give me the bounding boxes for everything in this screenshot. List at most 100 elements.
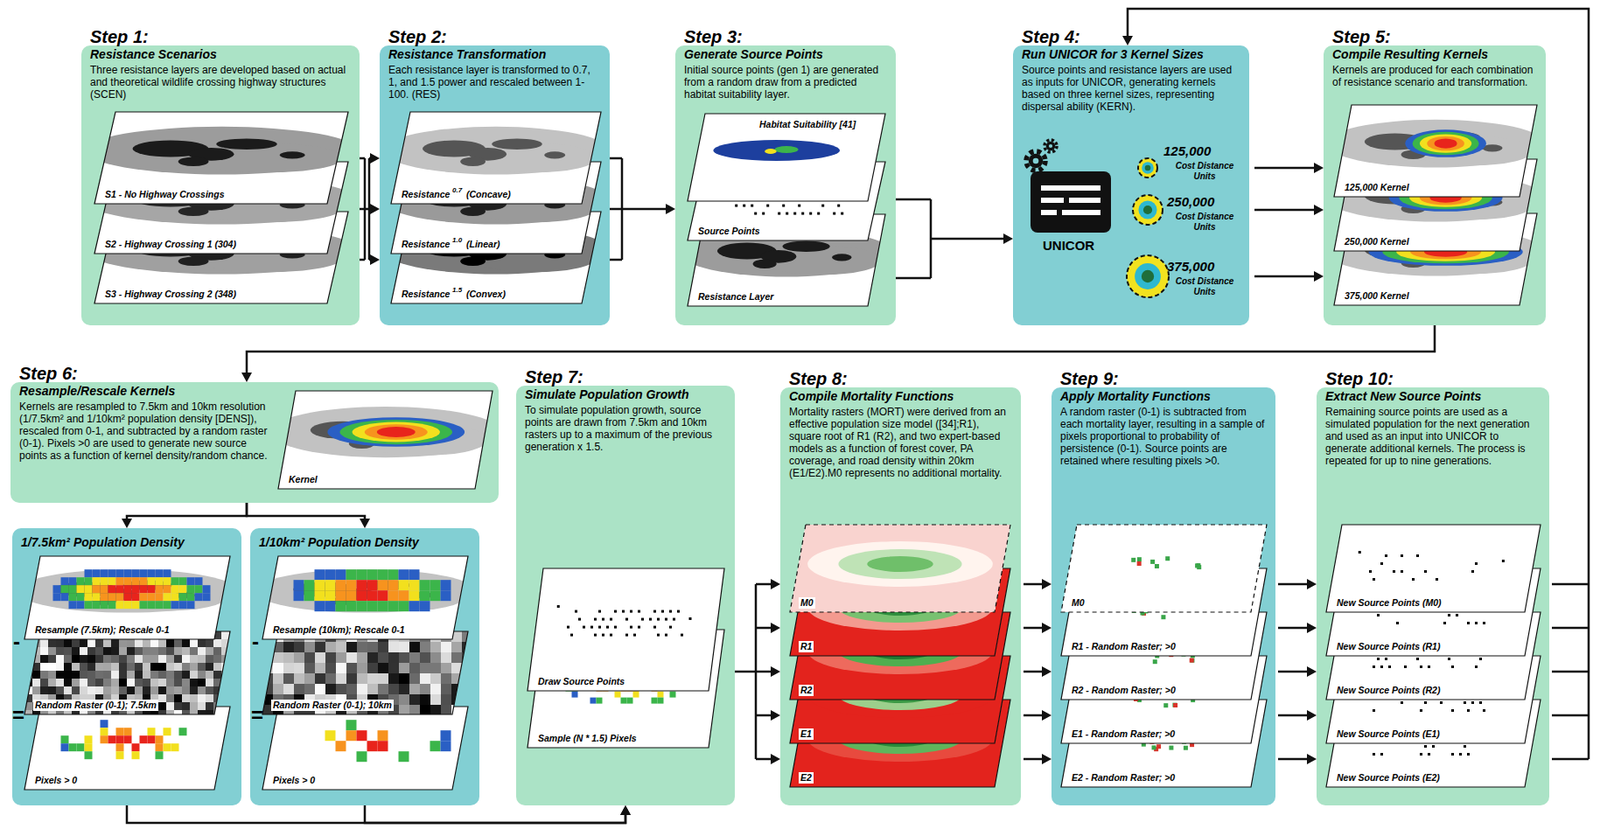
raster-layer bbox=[254, 556, 477, 640]
raster-cell bbox=[150, 655, 159, 664]
raster-cell bbox=[409, 652, 420, 664]
raster-cell bbox=[158, 694, 167, 703]
raster-cell bbox=[419, 694, 431, 706]
layer-outline bbox=[262, 556, 469, 640]
raster-cell bbox=[440, 579, 452, 591]
raster-cell bbox=[388, 590, 399, 601]
raster-cell bbox=[155, 600, 164, 609]
raster-cell bbox=[1400, 701, 1404, 705]
raster-cell bbox=[174, 686, 182, 695]
layer-label: M0 bbox=[1069, 597, 1087, 609]
layer-label: Resistance bbox=[399, 288, 452, 301]
raster-cell bbox=[346, 579, 357, 591]
raster-cell bbox=[158, 647, 167, 656]
layer-label: S1 - No Highway Crossings bbox=[103, 188, 227, 201]
raster-cell bbox=[132, 751, 140, 760]
map-patch bbox=[178, 156, 210, 167]
raster-cell bbox=[55, 647, 64, 656]
raster-cell bbox=[40, 639, 49, 648]
raster-cell bbox=[1380, 753, 1384, 756]
step-number: Step 6: bbox=[19, 363, 273, 384]
raster-cell bbox=[664, 618, 668, 622]
raster-cell bbox=[1432, 745, 1435, 748]
arrow-head bbox=[1306, 579, 1317, 765]
raster-cell bbox=[398, 751, 410, 762]
raster-cell bbox=[1467, 753, 1470, 756]
raster-cell bbox=[314, 590, 326, 601]
layer-label: (Concave) bbox=[464, 188, 513, 201]
raster-cell bbox=[187, 600, 196, 609]
flow-line bbox=[1278, 584, 1312, 760]
layer-ground bbox=[24, 631, 231, 715]
raster-cell bbox=[283, 673, 294, 685]
raster-cell bbox=[398, 600, 410, 612]
flow-arrow bbox=[1254, 162, 1324, 282]
map-patch bbox=[774, 146, 798, 154]
computer-icon bbox=[1068, 197, 1101, 203]
raster-cell bbox=[69, 600, 77, 609]
raster-cell bbox=[1189, 658, 1195, 664]
raster-cell bbox=[440, 590, 452, 601]
kernel-size-label: 125,000 bbox=[1163, 143, 1211, 159]
map-patch bbox=[364, 424, 428, 440]
raster-cell bbox=[158, 670, 167, 679]
kernel-symbol bbox=[1145, 165, 1152, 172]
raster-cell bbox=[205, 694, 214, 703]
raster-cell bbox=[440, 740, 452, 752]
raster-cell bbox=[139, 600, 148, 609]
step-description: Kernels are resampled to 7.5km and 10km … bbox=[19, 400, 273, 462]
raster-cell bbox=[1419, 709, 1423, 713]
raster-cell bbox=[187, 577, 196, 586]
raster-cell bbox=[116, 593, 125, 601]
raster-cell bbox=[195, 585, 203, 594]
raster-cell bbox=[100, 593, 109, 601]
raster-cell bbox=[163, 577, 172, 586]
raster-cell bbox=[61, 743, 70, 752]
layer-label: Resistance bbox=[399, 238, 452, 251]
raster-cell bbox=[150, 663, 159, 671]
raster-cell bbox=[63, 678, 72, 687]
step-title: Generate Source Points bbox=[684, 47, 888, 63]
layer-ground bbox=[789, 524, 1011, 613]
raster-cell bbox=[325, 579, 336, 591]
flow-arrow bbox=[246, 503, 371, 529]
step-description: Three resistance layers are developed ba… bbox=[90, 63, 351, 101]
raster-cell bbox=[346, 642, 357, 653]
raster-cell bbox=[398, 705, 410, 716]
step-number: Step 1: bbox=[90, 27, 351, 47]
raster-cell bbox=[134, 663, 143, 671]
raster-cell bbox=[1467, 621, 1470, 625]
raster-cell bbox=[92, 569, 101, 578]
raster-cell bbox=[590, 698, 597, 705]
operator-sign: = bbox=[251, 705, 264, 727]
raster-cell bbox=[174, 647, 182, 656]
raster-cell bbox=[596, 698, 603, 705]
raster-cell bbox=[76, 600, 85, 609]
raster-cell bbox=[1173, 703, 1178, 708]
raster-cell bbox=[766, 204, 769, 208]
raster-cell bbox=[166, 639, 175, 648]
raster-cell bbox=[147, 593, 156, 601]
raster-cell bbox=[61, 593, 70, 601]
raster-cell bbox=[621, 698, 628, 705]
raster-cell bbox=[179, 600, 188, 609]
computer-icon bbox=[1041, 209, 1057, 216]
raster-cell bbox=[621, 610, 625, 614]
kernel-symbol bbox=[1141, 270, 1154, 283]
raster-cell bbox=[1154, 564, 1160, 569]
raster-cell bbox=[79, 639, 88, 648]
raster-cell bbox=[48, 663, 56, 671]
raster-cell bbox=[797, 204, 801, 208]
raster-cell bbox=[440, 694, 452, 706]
raster-cell bbox=[155, 743, 164, 752]
raster-cell bbox=[116, 569, 125, 578]
raster-cell bbox=[304, 579, 315, 591]
raster-cell bbox=[55, 663, 64, 671]
raster-cell bbox=[637, 610, 641, 614]
raster-cell bbox=[356, 663, 368, 674]
raster-cell bbox=[139, 593, 148, 601]
raster-cell bbox=[221, 631, 230, 640]
raster-cell bbox=[174, 670, 182, 679]
layer-label: 250,000 Kernel bbox=[1342, 236, 1412, 248]
raster-cell bbox=[325, 642, 336, 653]
